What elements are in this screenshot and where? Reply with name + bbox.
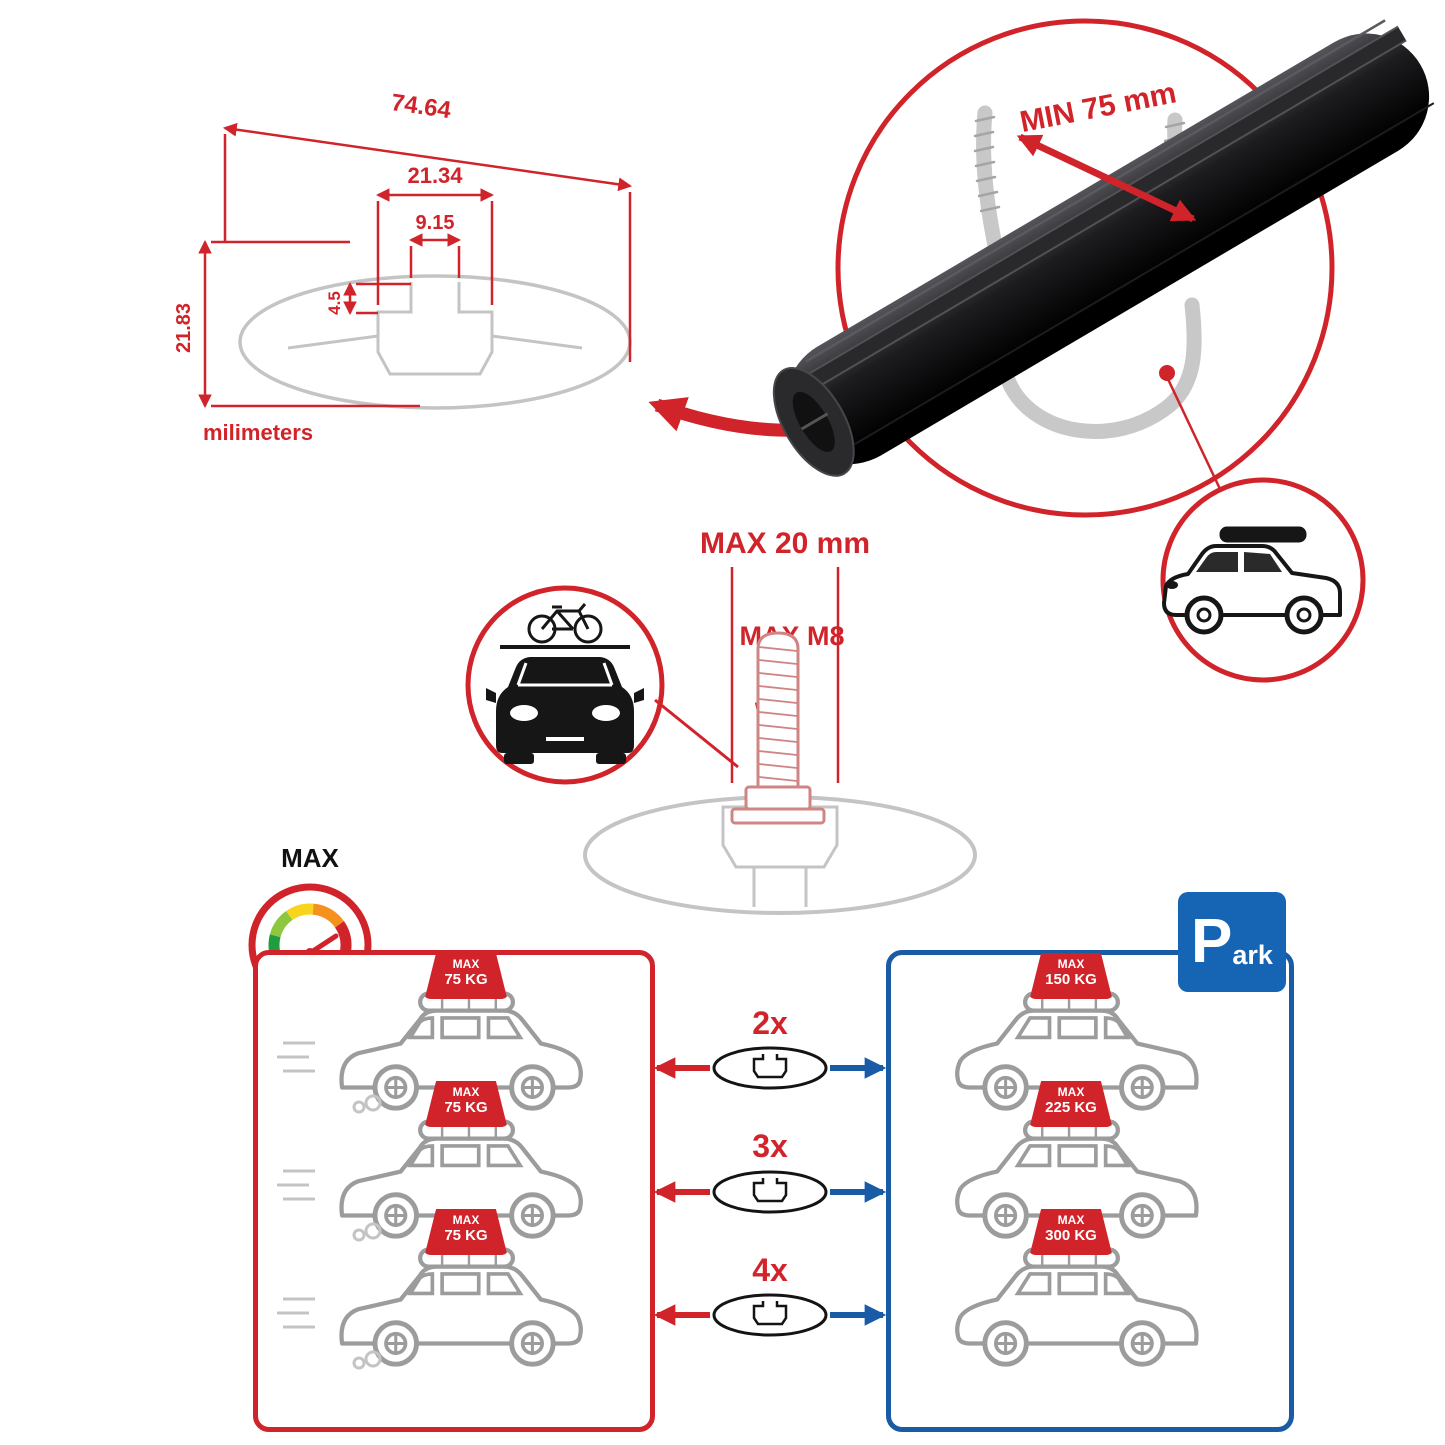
car-front-with-bike xyxy=(486,603,644,764)
min-clearance-arrow xyxy=(1016,133,1197,223)
headlight-left xyxy=(510,705,538,721)
parked-car-3 xyxy=(957,1250,1196,1365)
badge-max-label: MAX xyxy=(1057,1213,1085,1227)
badge-kg-value: 300 KG xyxy=(1045,1227,1097,1244)
dim-lip-height: 4.5 xyxy=(325,291,344,315)
dim-slot-width: 9.15 xyxy=(416,212,455,234)
connector-line-bolt xyxy=(654,698,739,769)
badge-kg-value: 75 KG xyxy=(444,1099,488,1116)
badge-max-label: MAX xyxy=(452,1213,480,1227)
suv-with-roofbox xyxy=(1162,526,1342,635)
bolt-detail: MAX 20 mm MAX M8 xyxy=(465,527,977,915)
park-sign-rest: ark xyxy=(1232,939,1273,970)
moving-load-badge-2: MAX 75 KG xyxy=(424,1081,508,1127)
min-clearance-label: MIN 75 mm xyxy=(1017,76,1179,139)
max-length-label: MAX 20 mm xyxy=(700,527,870,560)
badge-kg-value: 150 KG xyxy=(1045,971,1097,988)
multiplier-3x: 3x xyxy=(752,1128,788,1164)
badge-max-label: MAX xyxy=(452,957,480,971)
badge-max-label: MAX xyxy=(452,1085,480,1099)
max-length-extension-lines xyxy=(730,567,840,783)
moving-car-3 xyxy=(342,1250,581,1365)
parked-load-badge-2: MAX 225 KG xyxy=(1029,1081,1113,1127)
badge-max-label: MAX xyxy=(1057,957,1085,971)
t-bolt xyxy=(730,631,826,825)
crossbar-icon xyxy=(712,1046,828,1090)
crossbar-hero: MIN 75 mm xyxy=(648,18,1435,683)
load-comparison xyxy=(277,945,1290,1370)
motion-lines xyxy=(277,1041,382,1370)
dim-channel-width: 21.34 xyxy=(407,163,463,188)
zoom-circle xyxy=(835,18,1335,518)
badge-kg-value: 75 KG xyxy=(444,1227,488,1244)
badge-kg-value: 75 KG xyxy=(444,971,488,988)
park-sign: P ark xyxy=(1178,892,1286,992)
crossbar-icon xyxy=(712,1293,828,1337)
badge-max-label: MAX xyxy=(1057,1085,1085,1099)
badge-kg-value: 225 KG xyxy=(1045,1099,1097,1116)
crossbar-3d xyxy=(772,19,1435,477)
park-sign-letter: P xyxy=(1191,907,1233,976)
clamp-point-dot xyxy=(1159,365,1175,381)
crossbar-icon xyxy=(712,1170,828,1214)
headlight-right xyxy=(592,705,620,721)
multiplier-4x: 4x xyxy=(752,1252,788,1288)
dimension-diagram: 74.64 21.34 9.15 4.5 21.83 milimeters xyxy=(173,89,633,445)
moving-load-badge-3: MAX 75 KG xyxy=(424,1209,508,1255)
moving-load-badge-1: MAX 75 KG xyxy=(424,953,508,999)
dim-total-height: 21.83 xyxy=(173,303,195,353)
speed-max-label: MAX xyxy=(281,843,339,873)
bolt-threads xyxy=(758,646,798,782)
crossbar-cross-section xyxy=(238,274,632,410)
row-2x xyxy=(653,1046,887,1090)
parked-load-badge-3: MAX 300 KG xyxy=(1029,1209,1113,1255)
multiplier-2x: 2x xyxy=(752,1005,788,1041)
bike-icon xyxy=(527,603,603,644)
dim-unit-label: milimeters xyxy=(203,420,313,445)
row-4x xyxy=(653,1293,887,1337)
dimension-lines xyxy=(198,122,633,409)
row-3x xyxy=(653,1170,887,1214)
roof-box-icon xyxy=(1219,526,1307,543)
connector-line-suv xyxy=(1165,376,1222,490)
car-body xyxy=(496,657,634,753)
parked-load-badge-1: MAX 150 KG xyxy=(1029,953,1113,999)
dim-total-width: 74.64 xyxy=(389,89,453,124)
